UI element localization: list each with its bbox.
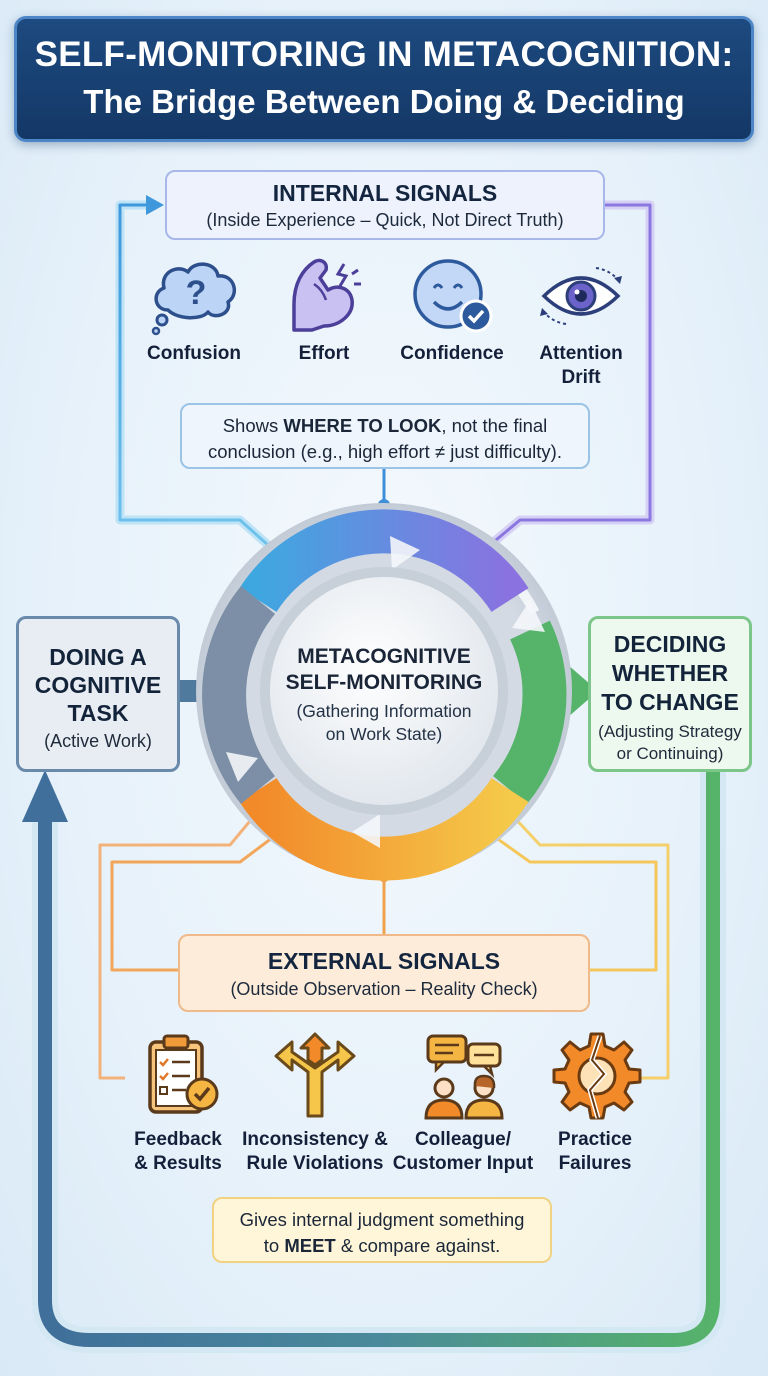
center-sub-line1: (Gathering Information — [296, 701, 472, 721]
external-note-pre: to — [263, 1235, 285, 1256]
signal-colleague-label: Colleague/ Customer Input — [388, 1128, 538, 1176]
deciding-title: DECIDING WHETHER TO CHANGE — [591, 630, 749, 717]
feedback-line1: Feedback — [134, 1129, 222, 1150]
inconsistency-line2: Rule Violations — [246, 1153, 384, 1174]
doing-line3: TASK — [67, 700, 129, 726]
return-arrowhead — [22, 770, 68, 822]
doing-line1: DOING A — [49, 644, 147, 670]
signal-feedback-label: Feedback & Results — [103, 1128, 253, 1176]
signal-practice-failures-label: Practice Failures — [520, 1128, 670, 1176]
internal-note-post: , not the final — [441, 415, 548, 436]
external-signals-subtitle: (Outside Observation – Reality Check) — [230, 979, 538, 999]
internal-signals-subtitle: (Inside Experience – Quick, Not Direct T… — [206, 210, 564, 230]
svg-text:?: ? — [186, 274, 207, 312]
thought-bubble-question-icon: ? — [151, 262, 237, 336]
signal-inconsistency-label: Inconsistency & Rule Violations — [237, 1128, 393, 1176]
title-line2: The Bridge Between Doing & Deciding — [83, 83, 685, 120]
practice-line1: Practice — [558, 1129, 632, 1150]
title-line1: SELF-MONITORING IN METACOGNITION: — [34, 35, 734, 74]
title-banner: SELF-MONITORING IN METACOGNITION: The Br… — [14, 16, 754, 142]
deciding-sub-line2: or Continuing) — [616, 744, 724, 763]
center-line2: SELF-MONITORING — [285, 671, 483, 694]
deciding-sub-line1: (Adjusting Strategy — [598, 722, 742, 741]
center-subtitle: (Gathering Information on Work State) — [284, 700, 484, 746]
internal-signals-title: INTERNAL SIGNALS — [272, 180, 498, 206]
inconsistency-line1: Inconsistency & — [242, 1129, 388, 1150]
signal-attention-drift-label: Attention Drift — [506, 342, 656, 390]
external-note: Gives internal judgment something to MEE… — [212, 1197, 552, 1263]
center-sub-line2: on Work State) — [325, 724, 443, 744]
feedback-line2: & Results — [134, 1153, 222, 1174]
practice-line2: Failures — [558, 1153, 632, 1174]
center-monitoring-label: METACOGNITIVE SELF-MONITORING (Gathering… — [284, 644, 484, 746]
deciding-subtitle: (Adjusting Strategy or Continuing) — [591, 721, 749, 765]
attention-line2: Drift — [561, 367, 601, 388]
clipboard-check-icon — [148, 1034, 219, 1114]
signal-effort-label: Effort — [298, 343, 350, 364]
deciding-change-box: DECIDING WHETHER TO CHANGE (Adjusting St… — [588, 616, 752, 772]
doing-subtitle: (Active Work) — [44, 731, 152, 751]
doing-line2: COGNITIVE — [34, 672, 162, 698]
internal-note-pre: Shows — [222, 415, 284, 436]
external-note-bold: MEET — [284, 1235, 336, 1256]
colleague-line1: Colleague/ — [414, 1129, 512, 1150]
colleague-line2: Customer Input — [392, 1153, 534, 1174]
attention-line1: Attention — [539, 343, 623, 364]
flexed-arm-icon — [292, 258, 361, 332]
center-line1: METACOGNITIVE — [297, 645, 471, 668]
signal-confusion-label: Confusion — [147, 343, 241, 364]
deciding-line3: TO CHANGE — [601, 689, 739, 715]
broken-gear-icon — [552, 1032, 642, 1120]
signal-confidence-label: Confidence — [400, 343, 504, 364]
external-note-line1: Gives internal judgment something — [239, 1209, 525, 1230]
external-note-post: & compare against. — [335, 1235, 501, 1256]
people-chat-icon — [424, 1034, 504, 1120]
cycle-wheel — [196, 503, 572, 881]
external-signals-title: EXTERNAL SIGNALS — [267, 948, 501, 974]
eye-icon — [540, 267, 622, 325]
internal-signals-box: INTERNAL SIGNALS (Inside Experience – Qu… — [165, 170, 605, 240]
doing-task-box: DOING A COGNITIVE TASK (Active Work) — [16, 616, 180, 772]
deciding-line1: DECIDING — [613, 631, 727, 657]
smiley-check-icon — [413, 259, 493, 333]
external-signals-box: EXTERNAL SIGNALS (Outside Observation – … — [178, 934, 590, 1012]
doing-title: DOING A COGNITIVE TASK — [19, 643, 177, 727]
internal-note-bold: WHERE TO LOOK — [283, 415, 442, 436]
internal-note-line2: conclusion (e.g., high effort ≠ just dif… — [208, 441, 562, 462]
diverging-arrows-icon — [274, 1032, 356, 1118]
deciding-line2: WHETHER — [611, 660, 729, 686]
internal-note: Shows WHERE TO LOOK, not the final concl… — [180, 403, 590, 469]
